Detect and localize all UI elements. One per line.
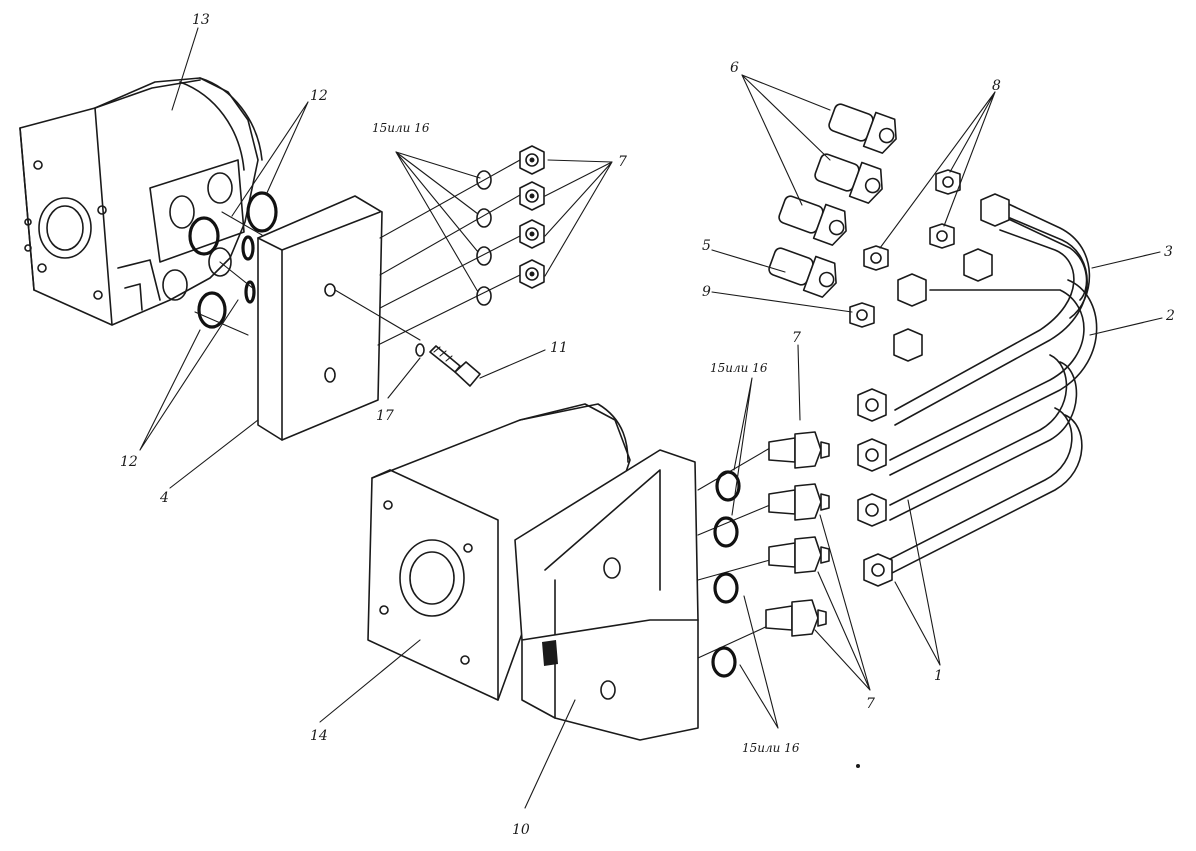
part-1-2-3-hoses [857, 193, 1098, 587]
callout-9: 9 [702, 284, 711, 300]
callout-14: 14 [310, 728, 328, 744]
callout-12: 12 [120, 454, 138, 470]
assembly-leader-lines [194, 159, 521, 346]
callout-4: 4 [159, 490, 169, 506]
callout-leaders [139, 27, 1163, 809]
part-15-16-rings-upper [476, 170, 492, 306]
callout-2: 2 [1165, 308, 1175, 324]
callout-8: 8 [992, 78, 1001, 94]
callout-6: 6 [730, 60, 739, 76]
callout-13: 13 [192, 12, 210, 28]
callout-10: 10 [512, 822, 530, 838]
callout-5: 5 [702, 238, 711, 254]
callout-11: 11 [550, 340, 568, 356]
callout-labels: 13 12 12 4 15или 16 7 11 17 6 8 5 9 3 2 … [120, 12, 1175, 838]
callout-15-16: 15или 16 [742, 741, 800, 755]
part-12-orings-upper [188, 191, 278, 329]
callout-17: 17 [376, 408, 394, 424]
callout-15-16: 15или 16 [710, 361, 768, 375]
part-13-housing [19, 77, 263, 326]
oring-12 [244, 280, 256, 304]
oring-12 [241, 235, 255, 261]
part-11-bolt [429, 345, 481, 387]
part-4-plate [257, 195, 383, 441]
part-7-fittings-upper [519, 145, 545, 289]
callout-7: 7 [618, 154, 627, 170]
part-15-16-rings-lower [711, 470, 741, 678]
callout-3: 3 [1164, 244, 1173, 260]
part-10-cover [514, 449, 699, 741]
part-9-fitting [849, 302, 875, 328]
callout-15-16: 15или 16 [372, 121, 430, 135]
oring-12 [188, 216, 220, 256]
part-6-couplings [778, 103, 897, 246]
oring-12 [246, 191, 278, 233]
part-5-coupling [768, 247, 837, 298]
callout-1: 1 [934, 668, 943, 684]
part-7-fittings-lower [765, 431, 830, 637]
part-17-washer [415, 343, 425, 357]
callout-7: 7 [866, 696, 875, 712]
oring-12 [197, 291, 227, 329]
dot-mark [856, 764, 860, 768]
callout-12: 12 [310, 88, 328, 104]
lower-leader-lines [697, 447, 771, 659]
callout-7: 7 [792, 330, 801, 346]
part-8-fittings [863, 169, 961, 271]
